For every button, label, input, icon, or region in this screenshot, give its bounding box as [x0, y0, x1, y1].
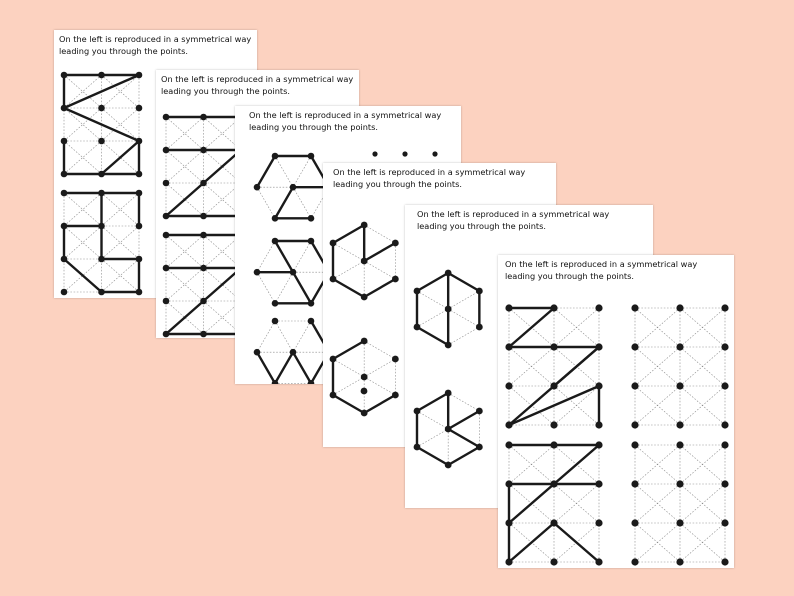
drawn-path: [62, 191, 141, 294]
instruction-text: On the left is reproduced in a symmetric…: [333, 167, 526, 189]
instruction-text: On the left is reproduced in a symmetric…: [505, 259, 698, 281]
dot-grid-figure: [413, 269, 483, 469]
instruction-text: On the left is reproduced in a symmetric…: [59, 34, 252, 56]
worksheet-6: On the left is reproduced in a symmetric…: [498, 255, 734, 568]
drawn-path: [331, 223, 397, 299]
instruction-text: On the left is reproduced in a symmetric…: [161, 74, 354, 96]
grid-points-right: [372, 151, 438, 157]
guide-grid: [165, 234, 242, 335]
grid-points: [631, 441, 729, 566]
dot-grid-figure: [329, 221, 399, 417]
instruction-text: On the left is reproduced in a symmetric…: [249, 110, 442, 132]
drawn-path: [255, 319, 331, 384]
grid-points: [413, 389, 483, 469]
dot-grid-figure: [162, 113, 245, 338]
grid-points: [505, 304, 603, 429]
grid-points: [60, 189, 143, 296]
grid-points: [329, 221, 399, 301]
guide-grid: [508, 307, 600, 426]
guide-grid: [165, 116, 242, 217]
guide-grid: [634, 307, 726, 426]
grid-points: [631, 304, 729, 429]
dot-grid-figure: [505, 304, 729, 566]
drawn-path: [415, 271, 481, 347]
guide-grid: [508, 444, 600, 563]
grid-points: [329, 337, 399, 417]
dot-grid-figure: [60, 71, 143, 296]
drawn-path: [415, 391, 481, 467]
instruction-text: On the left is reproduced in a symmetric…: [417, 209, 610, 231]
grid-points: [413, 269, 483, 349]
drawn-path: [331, 339, 397, 415]
grid-points: [505, 441, 603, 566]
grid-points: [253, 317, 333, 384]
grid-points: [60, 71, 143, 178]
guide-grid: [634, 444, 726, 563]
grid-points-center: [360, 387, 368, 395]
